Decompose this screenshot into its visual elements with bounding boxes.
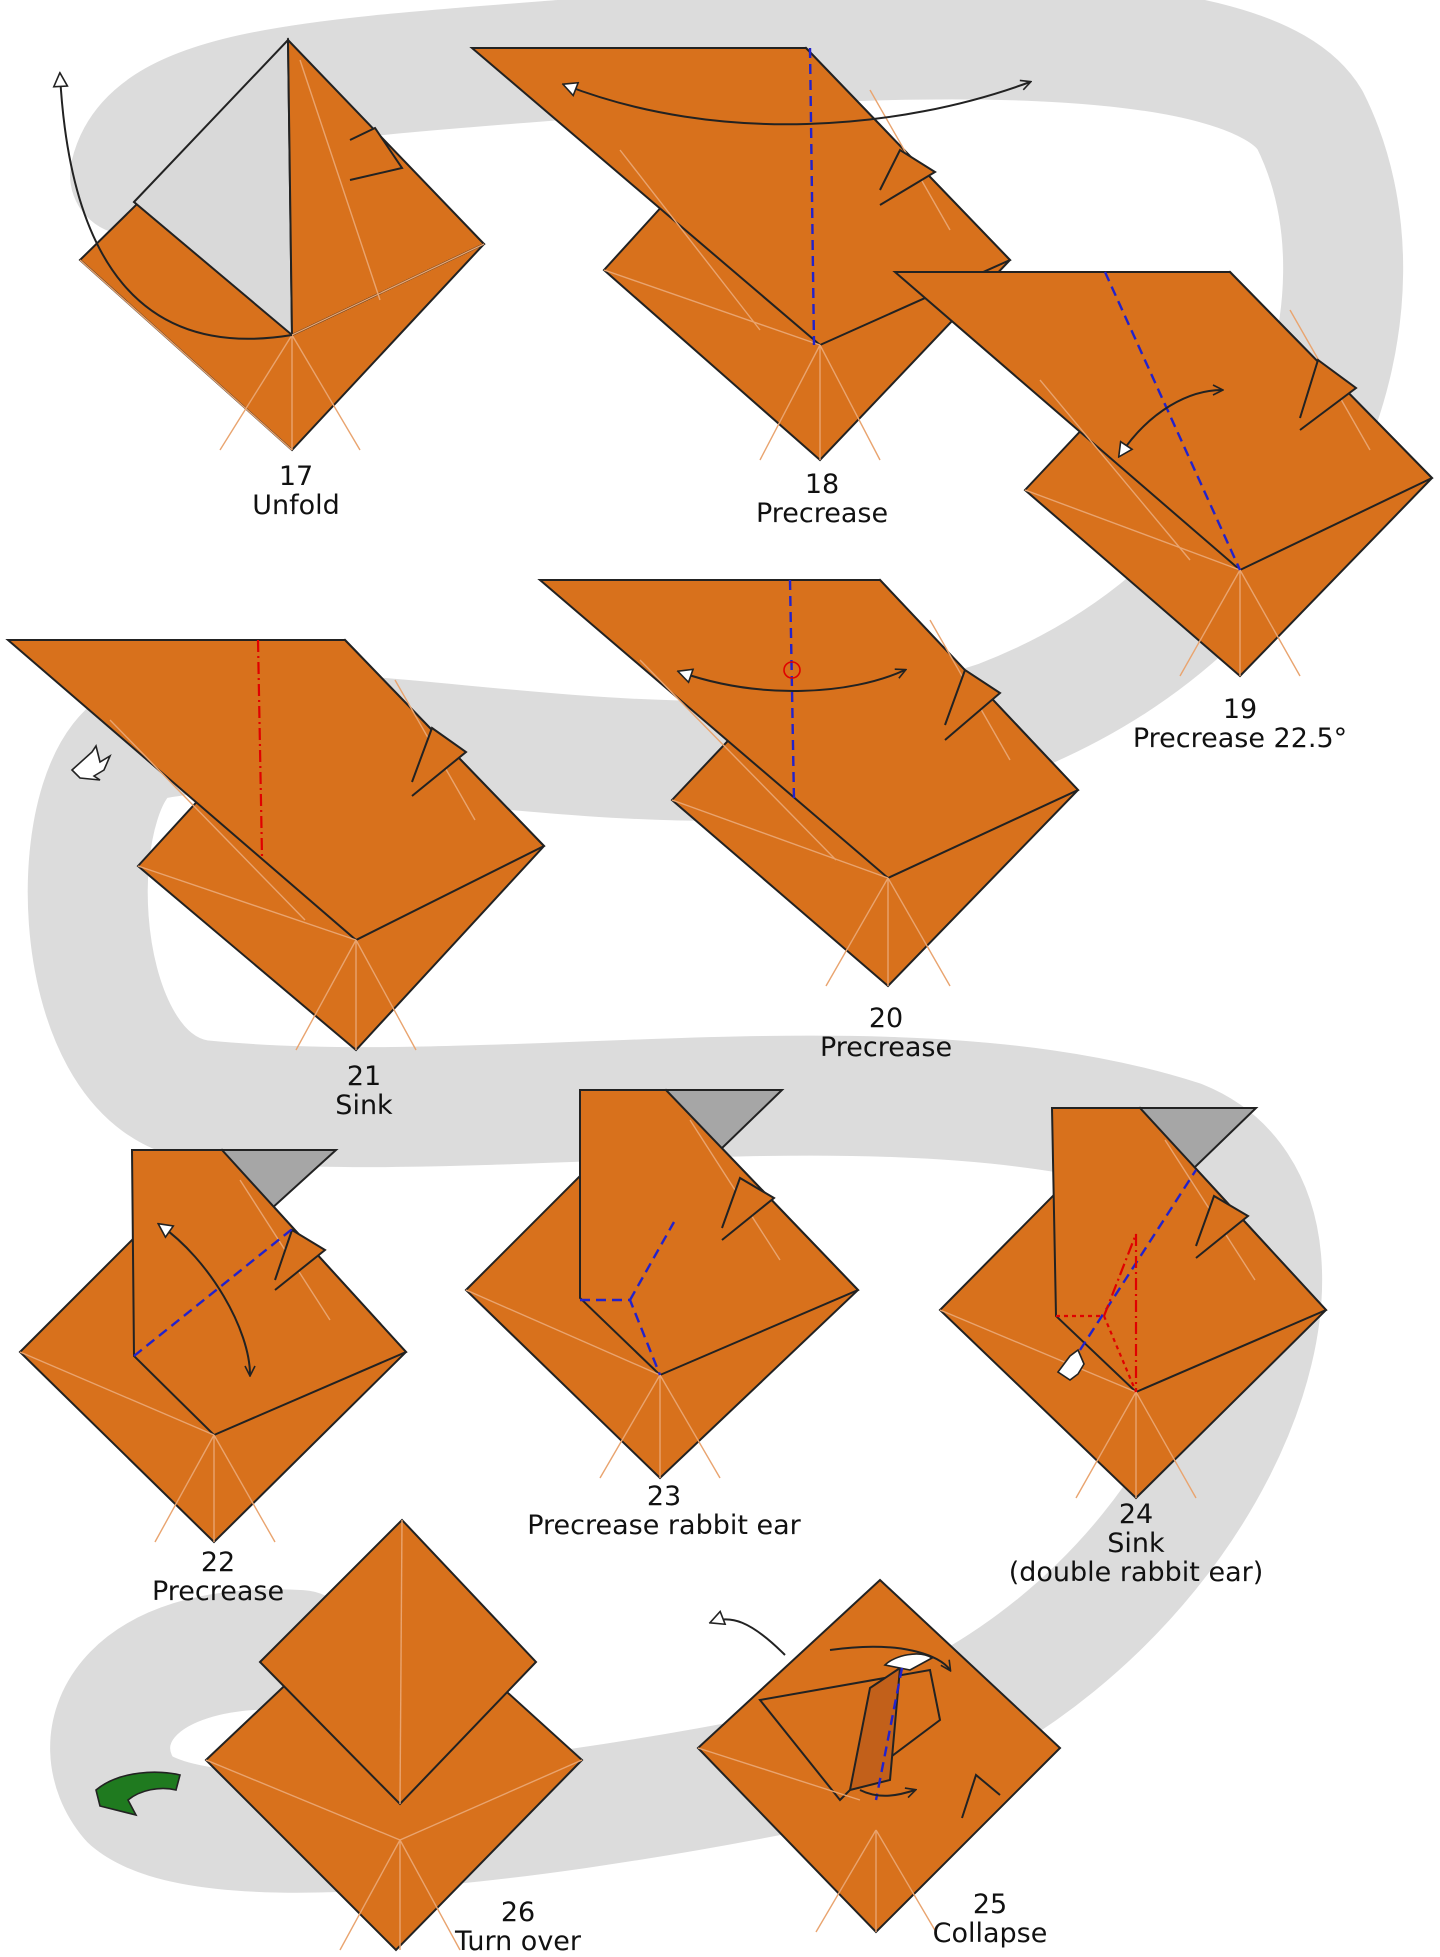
step-25-label: 25 Collapse bbox=[933, 1890, 1048, 1948]
step-22-label: 22 Precrease bbox=[152, 1548, 284, 1606]
step-17-label: 17 Unfold bbox=[252, 462, 340, 520]
step-26-label: 26 Turn over bbox=[455, 1898, 581, 1956]
path-band bbox=[27, 0, 1404, 1893]
step-23-number: 23 bbox=[646, 1481, 682, 1512]
step-19-text: Precrease 22.5° bbox=[1132, 723, 1348, 754]
step-24-text: Sink bbox=[1107, 1528, 1165, 1559]
step-20-text: Precrease bbox=[819, 1032, 953, 1063]
step-22-figure bbox=[18, 1148, 408, 1544]
step-25-number: 25 bbox=[972, 1889, 1008, 1920]
step-21-label: 21 Sink bbox=[335, 1062, 392, 1120]
step-24-label: 24 Sink (double rabbit ear) bbox=[1009, 1500, 1264, 1587]
step-23-figure bbox=[464, 1088, 860, 1480]
step-26-number: 26 bbox=[500, 1897, 536, 1928]
step-18-number: 18 bbox=[804, 469, 840, 500]
step-20-number: 20 bbox=[868, 1003, 904, 1034]
step-18-figure bbox=[469, 46, 1030, 462]
step-19-label: 19 Precrease 22.5° bbox=[1133, 695, 1347, 753]
step-26-figure bbox=[95, 1518, 584, 1952]
step-24-figure bbox=[938, 1106, 1328, 1500]
step-22-text: Precrease bbox=[151, 1576, 285, 1607]
step-19-number: 19 bbox=[1222, 694, 1258, 725]
step-23-label: 23 Precrease rabbit ear bbox=[527, 1482, 801, 1540]
step-25-figure bbox=[696, 1578, 1062, 1934]
step-17-figure bbox=[60, 37, 486, 452]
step-25-text: Collapse bbox=[932, 1918, 1048, 1949]
step-21-figure bbox=[5, 638, 546, 1052]
step-18-label: 18 Precrease bbox=[756, 470, 888, 528]
step-20-label: 20 Precrease bbox=[820, 1004, 952, 1062]
step-17-text: Unfold bbox=[252, 490, 340, 521]
step-23-text: Precrease rabbit ear bbox=[527, 1510, 801, 1541]
step-17-number: 17 bbox=[278, 461, 314, 492]
step-21-number: 21 bbox=[346, 1061, 382, 1092]
step-21-text: Sink bbox=[335, 1090, 393, 1121]
step-18-text: Precrease bbox=[755, 498, 889, 529]
step-24-number: 24 bbox=[1118, 1499, 1154, 1530]
step-26-text: Turn over bbox=[454, 1926, 582, 1957]
step-24-subtext: (double rabbit ear) bbox=[1008, 1557, 1264, 1588]
step-20-figure bbox=[537, 578, 1080, 988]
step-22-number: 22 bbox=[200, 1547, 236, 1578]
step-19-figure bbox=[892, 270, 1434, 678]
